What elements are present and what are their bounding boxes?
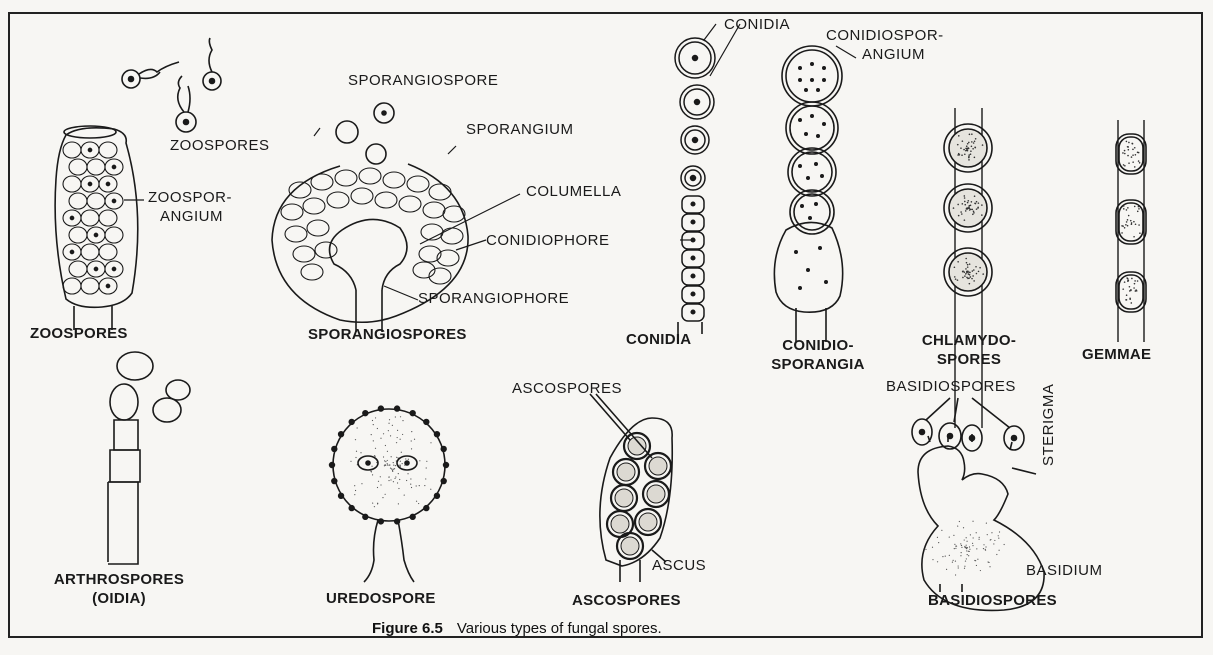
title-uredospore: UREDOSPORE: [326, 590, 436, 607]
figure-caption-text: Various types of fungal spores.: [457, 620, 662, 637]
basidiospores-illustration: [912, 398, 1044, 610]
sporangium-label: SPORANGIUM: [466, 121, 574, 138]
title-chlamydospores-line2: SPORES: [937, 351, 1001, 368]
conidiosporangium-label: CONIDIOSPOR- ANGIUM: [826, 26, 944, 64]
title-ascospores: ASCOSPORES: [572, 592, 681, 609]
title-chlamydospores-line1: CHLAMYDO-: [922, 332, 1016, 349]
title-zoospores: ZOOSPORES: [30, 325, 128, 342]
zoosporangium-label-line2: ANGIUM: [160, 208, 223, 225]
sporangiophore-label: SPORANGIOPHORE: [418, 290, 569, 307]
conidiophore-label: CONIDIOPHORE: [486, 232, 610, 249]
title-sporangiospores: SPORANGIOSPORES: [308, 326, 467, 343]
sporangiospore-label: SPORANGIOSPORE: [348, 72, 498, 89]
zoospores-illustration: [55, 38, 221, 330]
ascospores-illustration: [590, 394, 672, 582]
conidiosporangium-label-line1: CONIDIOSPOR-: [826, 27, 944, 44]
figure-caption: Figure 6.5 Various types of fungal spores…: [372, 620, 662, 637]
zoosporangium-label-line1: ZOOSPOR-: [148, 189, 232, 206]
conidia-label: CONIDIA: [724, 16, 790, 33]
ascospores-label: ASCOSPORES: [512, 380, 622, 397]
ascus-label: ASCUS: [652, 557, 706, 574]
gemmae-illustration: [1116, 120, 1146, 342]
arthrospores-illustration: [108, 352, 190, 564]
basidiospores-label: BASIDIOSPORES: [886, 378, 1016, 395]
title-chlamydospores: CHLAMYDO- SPORES: [904, 331, 1034, 369]
title-arthrospores-line2: (OIDIA): [92, 590, 146, 607]
columella-label: COLUMELLA: [526, 183, 621, 200]
sterigma-label: STERIGMA: [1040, 384, 1057, 466]
basidium-label: BASIDIUM: [1026, 562, 1103, 579]
title-conidiosporangia-line2: SPORANGIA: [771, 356, 865, 373]
leader-lines: [124, 24, 856, 300]
title-conidiosporangia: CONIDIO- SPORANGIA: [758, 336, 878, 374]
conidiosporangium-label-line2: ANGIUM: [862, 46, 925, 63]
title-arthrospores-line1: ARTHROSPORES: [54, 571, 184, 588]
uredospore-illustration: [330, 406, 449, 582]
title-conidia: CONIDIA: [626, 331, 691, 348]
conidiosporangia-illustration: [774, 46, 842, 342]
title-arthrospores: ARTHROSPORES (OIDIA): [24, 570, 214, 608]
zoosporangium-label: ZOOSPOR- ANGIUM: [148, 188, 232, 226]
figure-number: Figure 6.5: [372, 620, 443, 637]
title-basidiospores: BASIDIOSPORES: [928, 592, 1057, 609]
conidia-illustration: [675, 38, 715, 334]
title-conidiosporangia-line1: CONIDIO-: [782, 337, 854, 354]
title-gemmae: GEMMAE: [1082, 346, 1151, 363]
zoospores-label: ZOOSPORES: [170, 137, 270, 154]
